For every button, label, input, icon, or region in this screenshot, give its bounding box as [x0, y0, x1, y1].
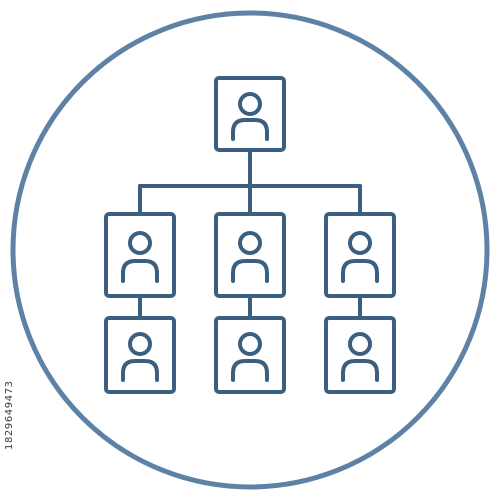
card-frame	[214, 316, 286, 394]
card-frame	[104, 316, 176, 394]
stock-id-text: 1829649473	[4, 380, 15, 450]
card-frame	[324, 316, 396, 394]
person-icon	[231, 92, 269, 141]
person-card-middle-center	[214, 212, 286, 298]
person-icon	[121, 231, 159, 283]
person-card-middle-left	[104, 212, 176, 298]
card-frame	[214, 212, 286, 298]
card-frame	[214, 76, 286, 152]
person-icon	[121, 332, 159, 382]
person-card-bottom-left	[104, 316, 176, 394]
org-chart-icon	[104, 76, 396, 394]
person-card-top	[214, 76, 286, 152]
person-card-middle-right	[324, 212, 396, 298]
person-card-bottom-center	[214, 316, 286, 394]
person-card-bottom-right	[324, 316, 396, 394]
person-icon	[341, 332, 379, 382]
person-icon	[231, 231, 269, 283]
person-icon	[231, 332, 269, 382]
outer-ring	[10, 10, 490, 490]
card-frame	[324, 212, 396, 298]
person-icon	[341, 231, 379, 283]
card-frame	[104, 212, 176, 298]
